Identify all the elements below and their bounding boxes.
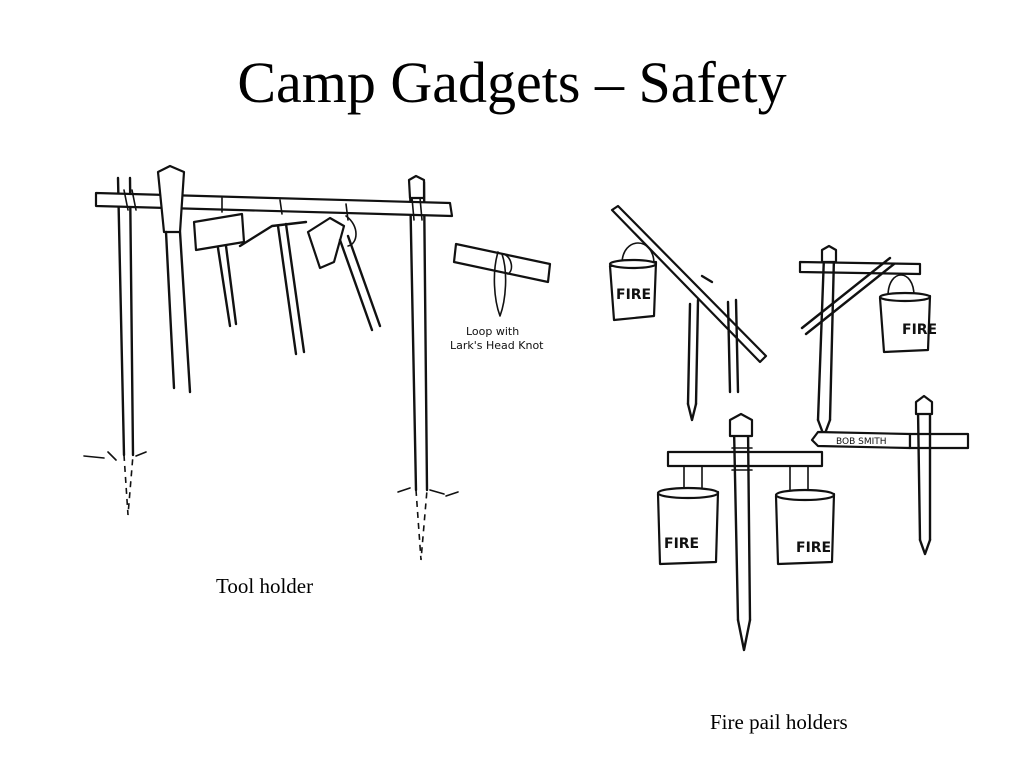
- tool-holder-caption: Tool holder: [216, 574, 314, 598]
- tool-holder-illustration: Loop with Lark's Head Knot: [83, 164, 552, 561]
- fire-pail-holder-3: FIRE FIRE: [656, 412, 836, 652]
- fire-pail-holder-1: FIRE: [608, 204, 768, 422]
- pail-label: FIRE: [796, 540, 831, 556]
- fire-pail-holders-caption: Fire pail holders: [710, 710, 848, 734]
- name-tag-post: BOB SMITH: [810, 394, 970, 556]
- loop-label-line1: Loop with: [466, 325, 519, 338]
- pail-label: FIRE: [616, 287, 651, 303]
- pail-label: FIRE: [902, 322, 937, 338]
- name-tag-label: BOB SMITH: [836, 437, 887, 447]
- slide-title: Camp Gadgets – Safety: [237, 50, 787, 115]
- loop-label-line2: Lark's Head Knot: [450, 339, 544, 352]
- pail-label: FIRE: [664, 536, 699, 552]
- fire-pail-holder-2: FIRE: [798, 244, 937, 438]
